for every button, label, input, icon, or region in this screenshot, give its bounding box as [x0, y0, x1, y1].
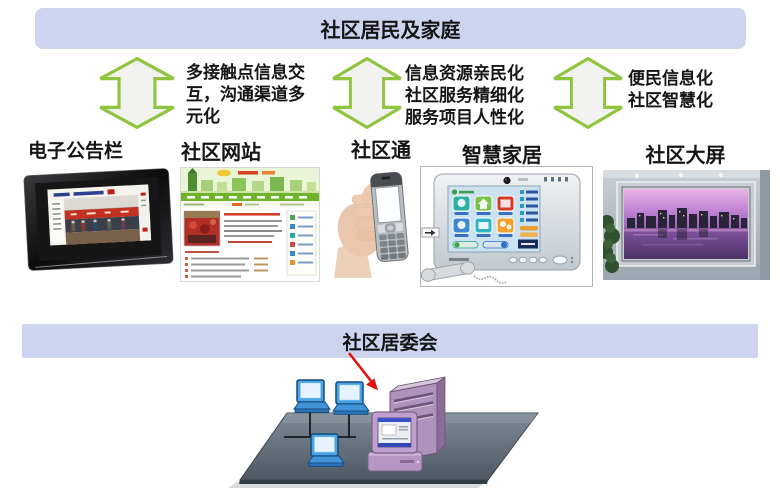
note-line: 信息资源亲民化	[405, 64, 524, 83]
note-line: 便民信息化	[628, 69, 713, 88]
network-diagram	[228, 352, 539, 488]
device-label-website: 社区网站	[181, 142, 261, 164]
handset	[420, 261, 476, 282]
desktop-computer-icon	[367, 411, 423, 472]
double-arrow-icon	[553, 57, 623, 129]
note-line: 元化	[186, 107, 220, 126]
exchange-note-2: 信息资源亲民化 社区服务精细化 服务项目人性化	[405, 63, 539, 129]
top-banner-label: 社区居民及家庭	[320, 20, 461, 42]
plant	[603, 215, 620, 273]
note-line: 社区服务精细化	[405, 86, 524, 105]
committee-banner-label: 社区居委会	[342, 332, 438, 354]
committee-banner: 社区居委会	[22, 324, 758, 358]
exchange-note-3: 便民信息化 社区智慧化	[628, 68, 748, 112]
top-banner: 社区居民及家庭	[35, 8, 746, 49]
double-arrow-icon	[332, 57, 402, 129]
note-line: 多接触点信息交	[186, 63, 305, 82]
device-label-bulletin: 电子公告栏	[28, 141, 124, 162]
note-line: 互，沟通渠道多	[186, 85, 305, 104]
exchange-note-1: 多接触点信息交 互，沟通渠道多 元化	[186, 62, 320, 128]
phone-body	[370, 171, 409, 263]
smart-home-panel-image	[420, 166, 593, 287]
red-arrow-icon	[347, 352, 378, 391]
city-skyline	[627, 208, 747, 228]
note-line: 社区智慧化	[628, 91, 713, 110]
device-label-bigscreen: 社区大屏	[645, 145, 726, 167]
community-phone-image	[332, 168, 420, 278]
device-label-smarthome: 智慧家居	[462, 145, 542, 167]
note-line: 服务项目人性化	[405, 108, 524, 127]
community-website-image	[180, 167, 320, 282]
smarthome-app-icons	[452, 195, 515, 237]
bulletin-board-image	[22, 166, 174, 274]
device-label-phone: 社区通	[351, 140, 411, 162]
community-screen-image	[603, 170, 770, 280]
double-arrow-icon	[99, 57, 175, 129]
